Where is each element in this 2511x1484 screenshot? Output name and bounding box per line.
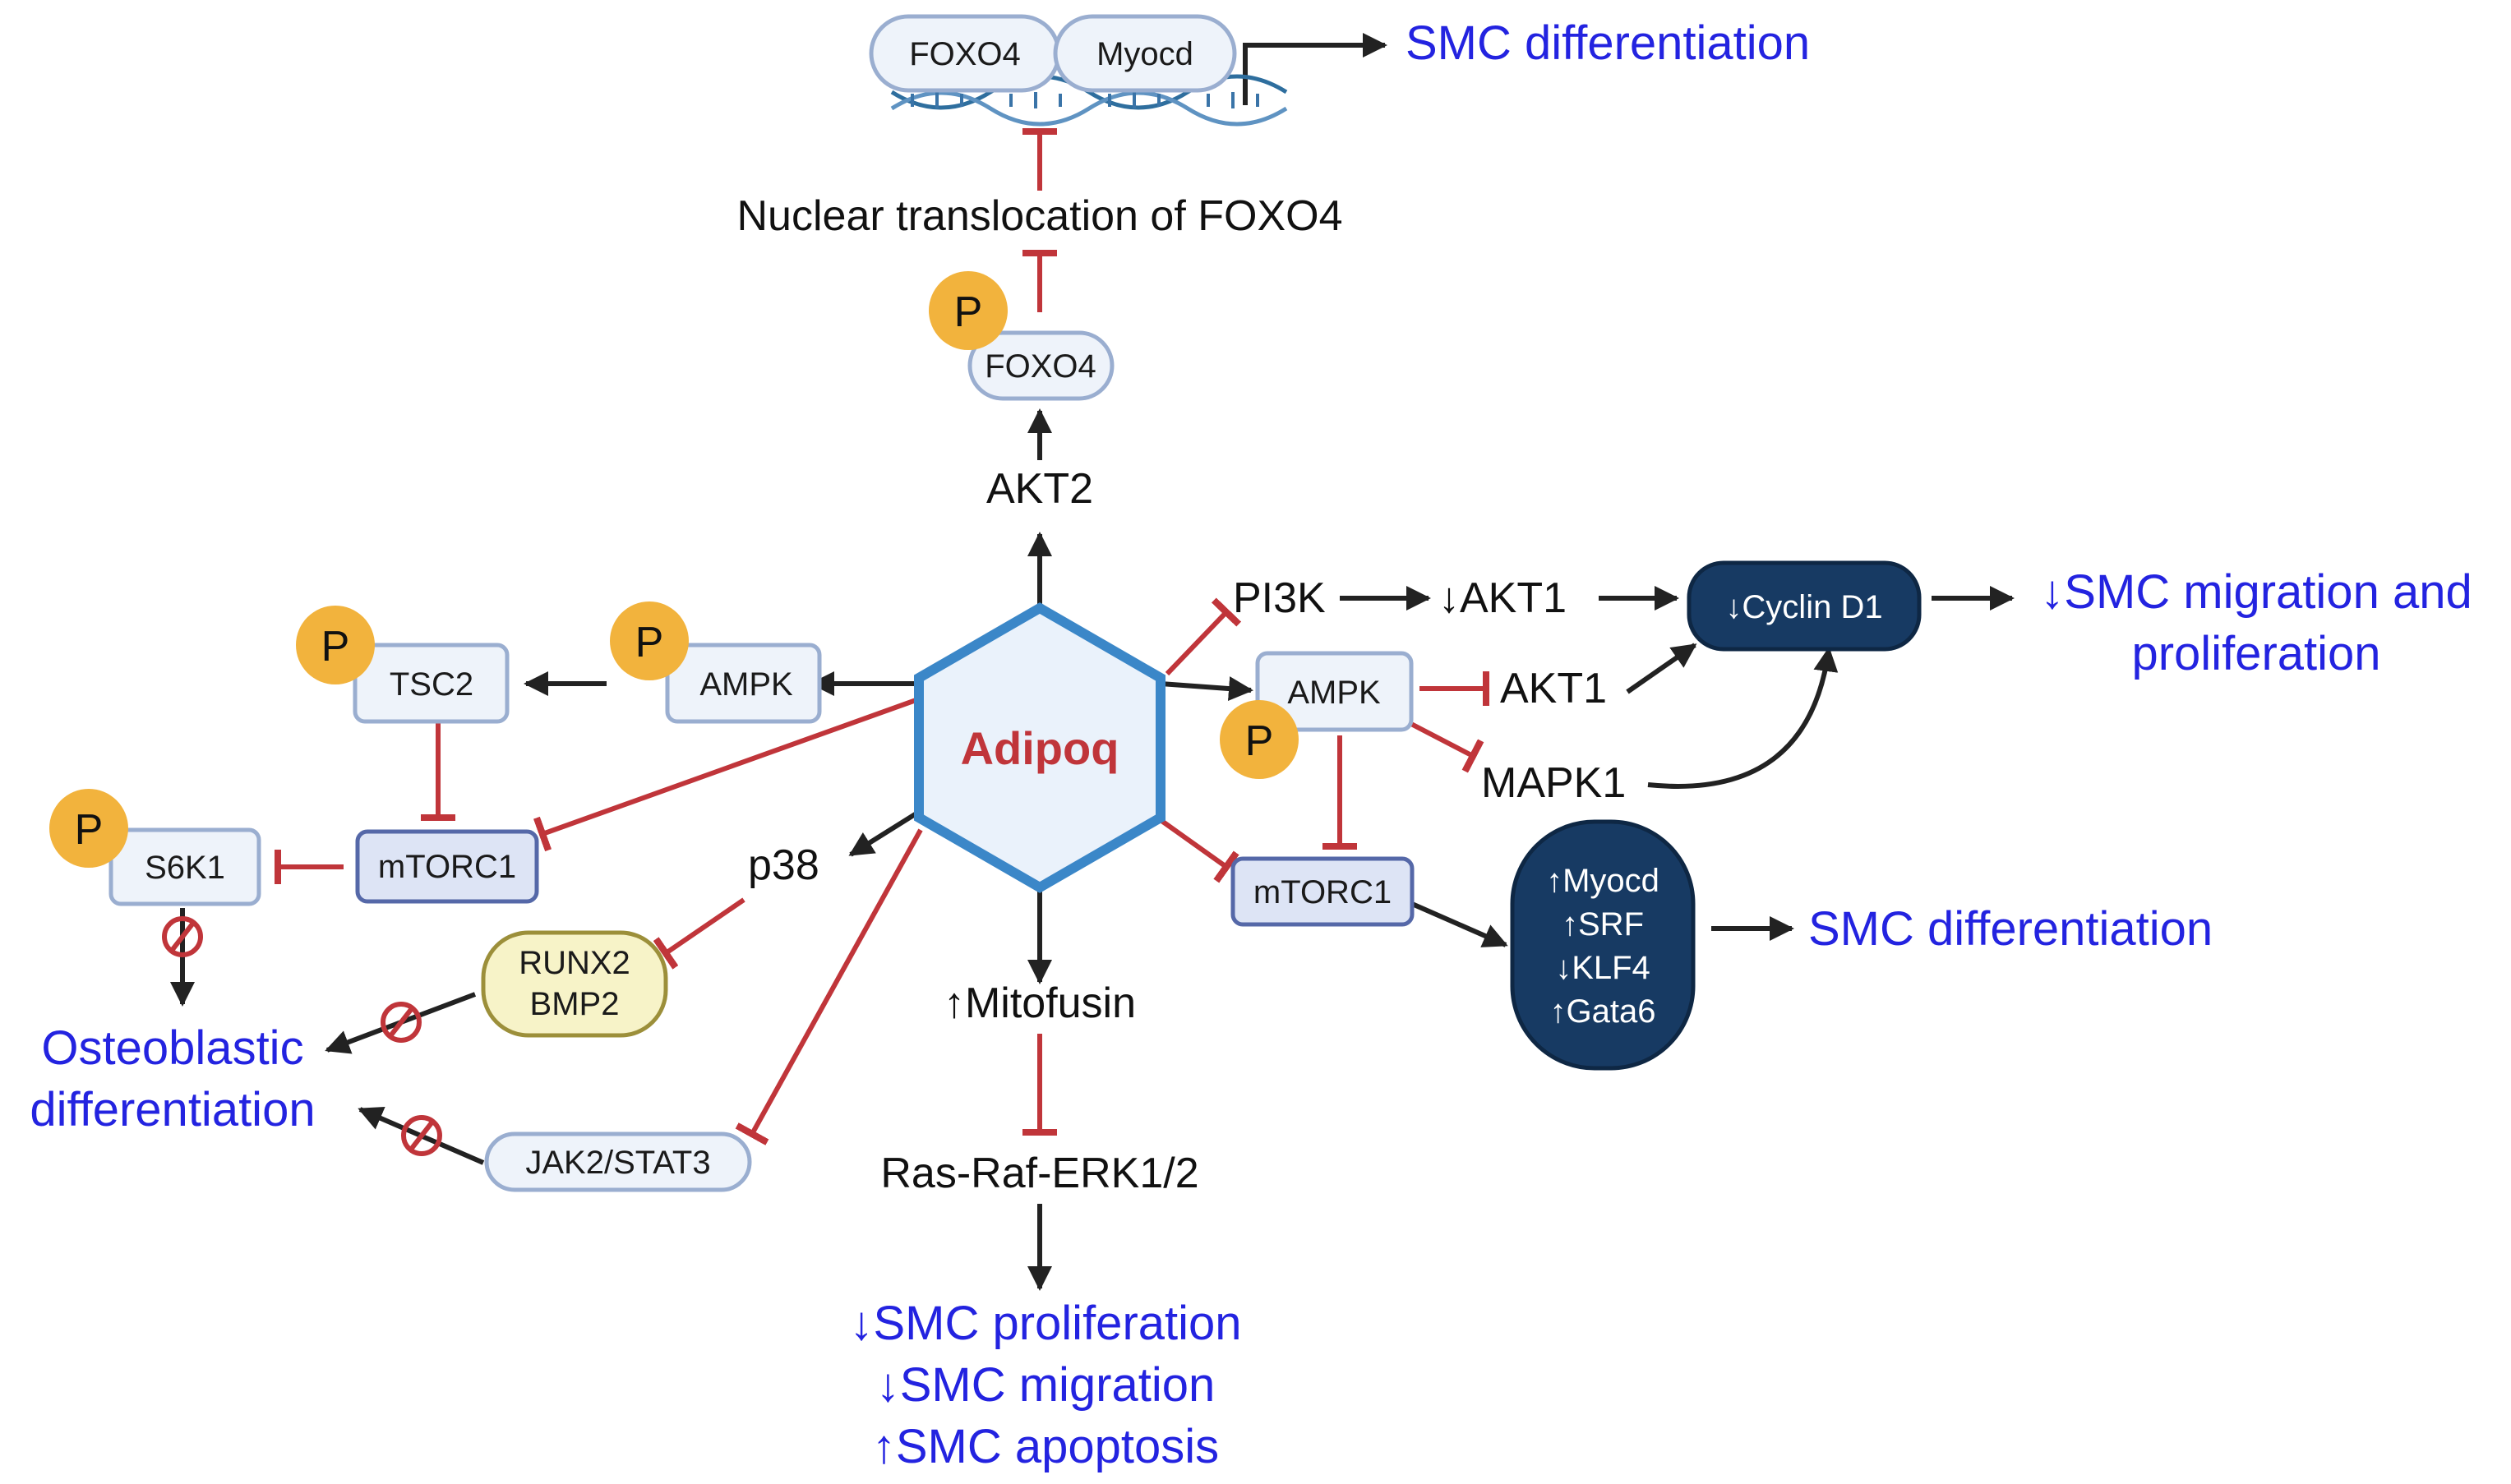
label-akt1-down: ↓AKT1	[1438, 574, 1567, 622]
edge-inhibit-p38-to-runx2	[653, 897, 745, 970]
label-mapk1: MAPK1	[1481, 759, 1626, 807]
label-akt1: AKT1	[1500, 665, 1607, 712]
dark-line-klf4: ↓KLF4	[1555, 950, 1650, 986]
outcome-migration-line2: proliferation	[2131, 627, 2380, 680]
label-p38: p38	[748, 841, 819, 889]
node-s6k1: S6K1	[108, 827, 261, 906]
edge-inhibit-adipoq-to-mtorc1	[533, 696, 922, 852]
edge-inhibit-adipoq-to-jak2	[735, 828, 923, 1145]
edge-adipoq-to-ampk-right	[1160, 676, 1253, 702]
node-ampk-right: AMPK	[1255, 651, 1414, 732]
dark-line-myocd: ↑Myocd	[1546, 863, 1659, 899]
bmp2-label: BMP2	[530, 986, 620, 1022]
label-akt2: AKT2	[986, 465, 1093, 513]
node-dark-transcription: ↑Myocd ↑SRF ↓KLF4 ↑Gata6	[1510, 819, 1696, 1071]
node-jak2-stat3: JAK2/STAT3	[484, 1131, 752, 1192]
edge-akt1-to-cyclin-2	[1626, 643, 1697, 694]
node-ampk-left: AMPK	[665, 643, 822, 724]
outcome-bottom-line1: ↓SMC proliferation	[849, 1297, 1241, 1350]
label-mitofusin: ↑Mitofusin	[944, 979, 1136, 1027]
node-myocd-top: Myocd	[1053, 14, 1237, 93]
foxo4-top-label: FOXO4	[909, 36, 1021, 72]
cyclin-label: ↓Cyclin D1	[1725, 589, 1882, 625]
ampk-right-label: AMPK	[1287, 675, 1381, 711]
phospho-icon: P	[1245, 717, 1274, 765]
no-entry-icon	[381, 1002, 422, 1043]
edge-dna-to-smc-diff	[1243, 33, 1387, 105]
foxo4-label: FOXO4	[985, 348, 1096, 385]
adipoq-hexagon: Adipoq	[914, 602, 1165, 893]
runx2-label: RUNX2	[519, 945, 630, 981]
phospho-icon: P	[954, 288, 983, 336]
phospho-tsc2: P	[296, 606, 375, 684]
node-foxo4-top: FOXO4	[869, 14, 1061, 93]
mtorc1-left-label: mTORC1	[378, 849, 516, 885]
node-mtorc1-left: mTORC1	[355, 829, 539, 904]
phospho-foxo4: P	[929, 271, 1008, 350]
blocked-symbols	[162, 916, 442, 1156]
no-entry-icon	[401, 1115, 442, 1156]
label-pi3k: PI3K	[1233, 574, 1326, 622]
edge-inhibit-adipoq-to-pi3k	[1165, 597, 1242, 676]
node-foxo4-phospho: FOXO4	[967, 330, 1115, 401]
edge-inhibit-adipoq-to-mtorc1-right	[1159, 818, 1239, 883]
dark-line-srf: ↑SRF	[1562, 906, 1644, 942]
no-entry-icon	[162, 916, 203, 957]
edge-mtorc1-to-dark-node	[1410, 901, 1508, 947]
myocd-top-label: Myocd	[1096, 36, 1193, 72]
phospho-icon: P	[321, 623, 350, 671]
label-nuclear-translocation: Nuclear translocation of FOXO4	[737, 192, 1343, 240]
phospho-s6k1: P	[49, 789, 128, 868]
label-ras-raf-erk: Ras-Raf-ERK1/2	[880, 1150, 1198, 1197]
outcome-osteoblastic-line1: Osteoblastic	[41, 1021, 303, 1075]
s6k1-label: S6K1	[145, 850, 225, 886]
outcome-bottom-line2: ↓SMC migration	[876, 1358, 1216, 1412]
jak2-label: JAK2/STAT3	[525, 1145, 710, 1181]
outcome-bottom-line3: ↑SMC apoptosis	[872, 1420, 1219, 1473]
node-mtorc1-right: mTORC1	[1230, 856, 1415, 927]
outcome-smc-differentiation-top: SMC differentiation	[1406, 16, 1810, 70]
phospho-ampk-right: P	[1220, 700, 1299, 779]
node-tsc2: TSC2	[353, 643, 510, 724]
node-cyclin-d1: ↓Cyclin D1	[1687, 560, 1922, 652]
ampk-left-label: AMPK	[699, 666, 793, 703]
phospho-icon: P	[75, 806, 104, 854]
adipoq-label: Adipoq	[961, 722, 1119, 774]
outcome-osteoblastic-line2: differentiation	[30, 1083, 315, 1136]
phospho-ampk-left: P	[610, 601, 689, 680]
mtorc1-right-label: mTORC1	[1253, 874, 1392, 910]
outcome-migration-line1: ↓SMC migration and	[2040, 565, 2472, 619]
dark-line-gata6: ↑Gata6	[1550, 993, 1656, 1030]
edge-adipoq-to-p38	[848, 809, 921, 857]
edge-mapk1-to-cyclin	[1647, 647, 1839, 789]
outcome-smc-differentiation-right: SMC differentiation	[1808, 902, 2213, 956]
tsc2-label: TSC2	[390, 666, 473, 703]
phospho-icon: P	[635, 619, 664, 666]
edge-inhibit-ampk-to-mapk1	[1408, 721, 1484, 773]
node-runx2-bmp2: RUNX2 BMP2	[481, 930, 668, 1038]
